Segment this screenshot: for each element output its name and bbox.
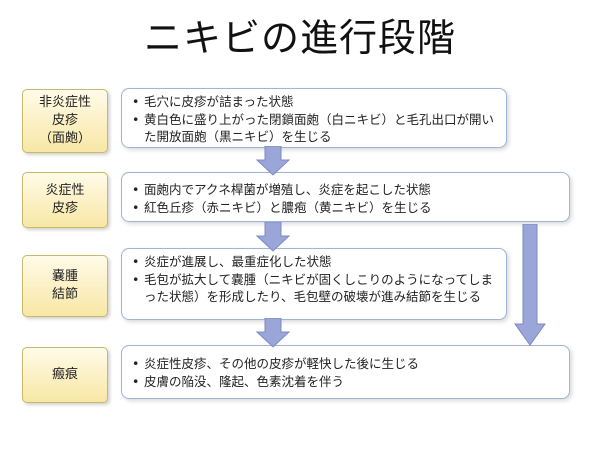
stage-label-inflammatory: 炎症性 皮疹 bbox=[22, 172, 108, 228]
stage-label-line: 炎症性 bbox=[45, 183, 85, 198]
long-down-arrow-icon bbox=[514, 224, 546, 346]
stage-label-line: 嚢腫 bbox=[51, 269, 78, 284]
description-item: 皮膚の陥没、隆起、色素沈着を伴う bbox=[132, 373, 559, 391]
down-arrow-icon bbox=[256, 318, 290, 348]
description-item: 黄白色に盛り上がった閉鎖面皰（白ニキビ）と毛孔出口が開いた開放面皰（黒ニキビ）を… bbox=[132, 111, 496, 146]
page-title: ニキビの進行段階 bbox=[143, 16, 456, 60]
description-item: 紅色丘疹（赤ニキビ）と膿疱（黄ニキビ）を生じる bbox=[132, 199, 559, 217]
stage-description-cyst-nodule: 炎症が進展し、最重症化した状態 毛包が拡大して嚢腫（ニキビが固くしこりのようにな… bbox=[121, 248, 507, 320]
stage-description-non-inflammatory: 毛穴に皮疹が詰まった状態 黄白色に盛り上がった閉鎖面皰（白ニキビ）と毛孔出口が開… bbox=[121, 88, 507, 148]
stage-label-line: 皮疹 bbox=[51, 201, 78, 216]
stage-label-cyst-nodule: 嚢腫 結節 bbox=[22, 255, 108, 317]
stage-description-inflammatory: 面皰内でアクネ桿菌が増殖し、炎症を起こした状態 紅色丘疹（赤ニキビ）と膿疱（黄ニ… bbox=[121, 172, 570, 222]
stage-label-line: 結節 bbox=[51, 287, 78, 302]
stage-label-line: 瘢痕 bbox=[51, 367, 78, 382]
stage-label-line: 皮疹 bbox=[51, 113, 78, 128]
description-item: 炎症が進展し、最重症化した状態 bbox=[132, 253, 496, 271]
stage-label-non-inflammatory: 非炎症性 皮疹 （面皰） bbox=[22, 89, 108, 153]
description-item: 面皰内でアクネ桿菌が増殖し、炎症を起こした状態 bbox=[132, 181, 559, 199]
description-item: 毛穴に皮疹が詰まった状態 bbox=[132, 93, 496, 111]
stage-label-line: 非炎症性 bbox=[38, 95, 91, 110]
down-arrow-icon bbox=[256, 222, 290, 252]
stage-label-line: （面皰） bbox=[38, 131, 91, 146]
description-item: 炎症性皮疹、その他の皮疹が軽快した後に生じる bbox=[132, 355, 559, 373]
stage-description-scar: 炎症性皮疹、その他の皮疹が軽快した後に生じる 皮膚の陥没、隆起、色素沈着を伴う bbox=[121, 345, 570, 399]
description-item: 毛包が拡大して嚢腫（ニキビが固くしこりのようになってしまった状態）を形成したり、… bbox=[132, 271, 496, 306]
down-arrow-icon bbox=[256, 146, 290, 176]
stage-label-scar: 瘢痕 bbox=[22, 347, 108, 403]
